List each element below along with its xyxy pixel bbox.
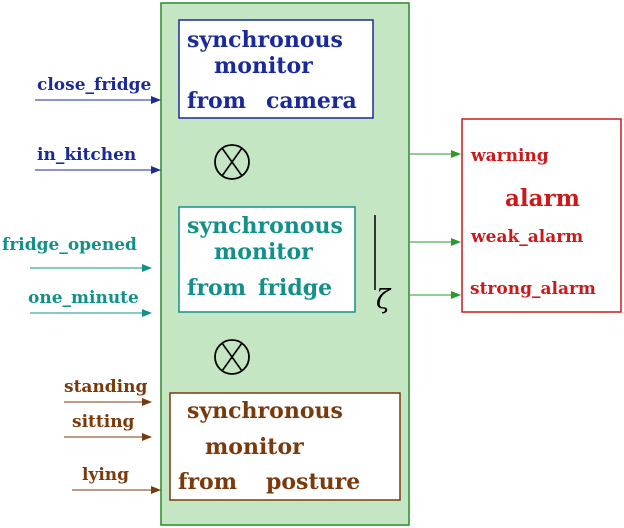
input-label-one-minute: one_minute: [28, 288, 139, 308]
posture-monitor-line2: monitor: [205, 434, 304, 460]
camera-monitor-line2: monitor: [214, 53, 313, 79]
input-label-fridge-opened: fridge_opened: [2, 235, 137, 255]
fridge-monitor-line1: synchronous: [187, 213, 343, 239]
camera-monitor-box: synchronous monitor from camera: [178, 19, 374, 119]
input-label-sitting: sitting: [72, 412, 135, 432]
camera-monitor-line3b: camera: [266, 88, 357, 114]
input-label-standing: standing: [64, 377, 148, 397]
alarm-output-warning: warning: [470, 146, 549, 166]
input-label-in-kitchen: in_kitchen: [37, 145, 136, 165]
alarm-output-strong-alarm: strong_alarm: [470, 279, 596, 299]
posture-monitor-box: synchronous monitor from posture: [169, 392, 401, 501]
posture-inputs: standing sitting lying: [64, 377, 161, 494]
posture-monitor-line3b: posture: [266, 469, 360, 495]
alarm-output-weak-alarm: weak_alarm: [470, 227, 583, 247]
alarm-box: warning alarm weak_alarm strong_alarm: [461, 118, 622, 313]
otimes-icon: [214, 339, 250, 375]
fridge-monitor-line3a: from: [187, 275, 246, 301]
input-label-close-fridge: close_fridge: [37, 75, 152, 95]
fridge-monitor-line3b: fridge: [258, 275, 332, 301]
camera-monitor-line1: synchronous: [187, 27, 343, 53]
posture-monitor-line3a: from: [178, 469, 237, 495]
fridge-monitor-line2: monitor: [214, 239, 313, 265]
input-label-lying: lying: [82, 465, 129, 485]
fridge-monitor-box: synchronous monitor from fridge: [178, 206, 356, 313]
otimes-icon: [214, 144, 250, 180]
posture-monitor-line1: synchronous: [187, 398, 343, 424]
fridge-inputs: fridge_opened one_minute: [2, 235, 152, 317]
camera-monitor-line3a: from: [187, 88, 246, 114]
alarm-title: alarm: [505, 185, 580, 212]
zeta-symbol: ζ: [376, 285, 392, 315]
camera-inputs: close_fridge in_kitchen: [35, 75, 161, 174]
